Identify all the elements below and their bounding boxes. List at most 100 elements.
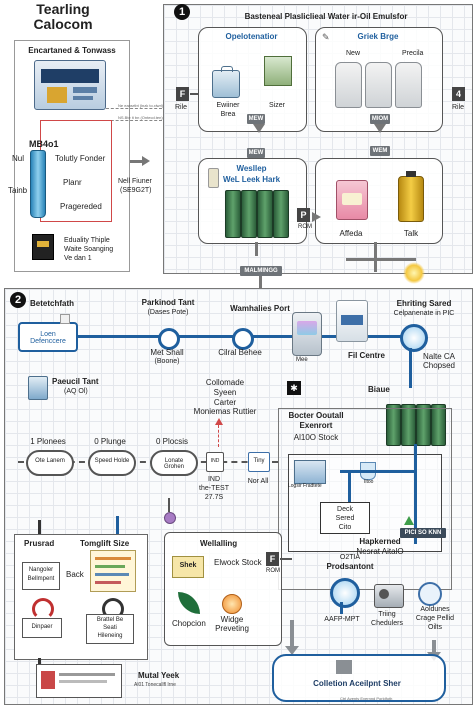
blue-horizontal-line: [340, 470, 414, 473]
wamhalies-port-label: Wamhalies Port: [230, 304, 290, 313]
ind-label-2: the-TEST: [199, 485, 229, 492]
title-line-1: Tearling: [36, 1, 90, 17]
stage3-node[interactable]: Lonate Grohen: [150, 450, 198, 476]
pill-mid-left: MEW: [247, 114, 265, 124]
container-jar-3: [395, 62, 422, 108]
green-arrow-icon: [404, 516, 414, 525]
blue-vertical-line: [414, 444, 417, 544]
stage2-title: 0 Plunge: [94, 437, 126, 446]
outr-label-2: Prodsantont: [326, 562, 374, 571]
mixer-machine-image: [292, 312, 322, 356]
connector-horizontal: [346, 258, 416, 261]
nalte-label-1: Nalte CA: [422, 352, 455, 361]
dial-gauge-icon: [418, 582, 442, 606]
checklist-chart-image: [90, 550, 136, 592]
node-loen-defenccere[interactable]: Loen Defenccere: [18, 322, 78, 352]
tank-icon-small: [28, 376, 48, 400]
center-valve-node[interactable]: [330, 578, 360, 608]
shek-note: Shek: [172, 556, 204, 578]
red-up-arrow: [215, 418, 223, 425]
stage1-node[interactable]: Ote Lanem: [26, 450, 74, 476]
product-code-label: MB4o1: [29, 139, 59, 149]
arrow-label-2: (SE9G2T): [120, 187, 152, 194]
pill-lower-left: MEW: [247, 148, 265, 158]
arrow-label-1: Nell Fiuner: [118, 178, 152, 185]
valve-node[interactable]: [400, 324, 428, 352]
dinpaer-box[interactable]: Dinpaer: [22, 618, 62, 638]
brattel-box[interactable]: Brattel Be Seati Hileneing: [86, 614, 134, 644]
cilral-behee-node[interactable]: [232, 328, 254, 350]
gauge-icon-right: [102, 598, 124, 620]
met-shall-sub: (Boone): [154, 358, 180, 365]
green-tank-2: [241, 190, 257, 238]
canister-image: [336, 300, 368, 342]
met-shall-node[interactable]: [158, 328, 180, 350]
sub-left-label-1: Ewiiner: [216, 102, 240, 109]
collection-box: [272, 654, 446, 702]
lower-left-title-1: Wesllep: [236, 164, 267, 173]
left-label-tainb: Tainb: [8, 186, 28, 195]
tank-right-4: [431, 404, 446, 446]
nangoler-box[interactable]: Nangoler Bellmpent: [22, 562, 60, 590]
chopcion-label: Chopcion: [172, 619, 206, 628]
product-card-image: [34, 60, 106, 110]
stage2-node-label: Speed Holde: [94, 458, 130, 464]
hapkerned-2: Nesrat AitalO: [356, 547, 404, 556]
right-small-label: Iltoo: [364, 479, 374, 485]
item-pragereded: Pragereded: [60, 202, 102, 211]
title-line-2: Calocom: [33, 16, 93, 32]
tank-right-1: [386, 404, 401, 446]
collomade-4: Moniemas Ruttier: [193, 407, 257, 416]
footer-note: Ctrl Aventy Evernnd Porldfoth: [340, 696, 393, 701]
mutal-sub-label: Al01 Tonecallfl lrne: [134, 682, 176, 688]
ind-label-1: IND: [207, 476, 221, 483]
nalte-label-2: Chopsed: [422, 361, 456, 370]
bottle-image: [30, 150, 46, 218]
deck-box[interactable]: Deck Sered Cito: [320, 502, 370, 534]
section1-bottom-pill: MALMINGG: [240, 266, 282, 276]
stage2-node[interactable]: Speed Holde: [88, 450, 136, 476]
lower-right-flag: P: [297, 208, 310, 222]
collomade-3: Carter: [213, 398, 237, 407]
ehriting-title: Ehriting Sared: [396, 299, 452, 308]
footer-line-1: Eduality Thiple: [64, 237, 110, 244]
tank-right-2: [401, 404, 416, 446]
fil-centre-label: Fil Centre: [348, 351, 385, 360]
parkinod-title: Parkinod Tant: [141, 298, 195, 307]
top-small-icon: [60, 314, 70, 324]
sub-right-label-new: New: [346, 50, 361, 57]
wellalling-title: Wellalling: [200, 539, 238, 548]
tiny-box: Tiny: [248, 452, 270, 472]
tank-right-3: [416, 404, 431, 446]
purple-dot-icon: [164, 512, 176, 524]
mutal-card: [36, 664, 122, 698]
cooler-box-image: [212, 66, 240, 98]
green-tank-1: [225, 190, 241, 238]
dotted-leader-1: [106, 108, 162, 109]
nangoler-label-2: Bellmpent: [27, 576, 55, 582]
dotted-note-1: Ne eansrtbt (lnzk to.xlwrl): [118, 103, 164, 108]
bottom-left-connector-2: [116, 516, 119, 534]
met-shall-label: Met Shall: [150, 348, 184, 357]
deck-label-1: Deck: [337, 506, 353, 513]
footer-line-2: Waite Soanging: [64, 246, 114, 253]
inner-box-label: Logsir Fradtete: [288, 483, 322, 489]
collomade-2: Syeen: [213, 388, 237, 397]
deck-label-2: Sered: [335, 515, 355, 522]
dashed-flow-line: [18, 461, 278, 463]
cilral-behee-label: Cilral Behee: [218, 348, 262, 357]
pill-right: PICI SO KNN: [400, 528, 446, 538]
brattel-label-2: Seati: [103, 625, 117, 631]
nangoler-label-1: Nangoler: [28, 567, 54, 573]
blue-down-line-right: [409, 348, 412, 388]
arrow-into-lower-right: [312, 212, 321, 222]
connector-section1-bottom-right: [374, 242, 377, 272]
shek-label: Shek: [179, 562, 197, 569]
section1-flag-right: 4: [452, 87, 465, 101]
arrow-into-hapkerned: [280, 558, 292, 560]
sub-right-title: Griek Brge: [357, 32, 399, 41]
elwock-stock-label: Elwock Stock: [214, 558, 262, 567]
filter-pack-image: [264, 56, 292, 86]
paeucil-sub: (AQ Ol): [64, 388, 88, 395]
biaue-label: Biaue: [368, 385, 390, 394]
